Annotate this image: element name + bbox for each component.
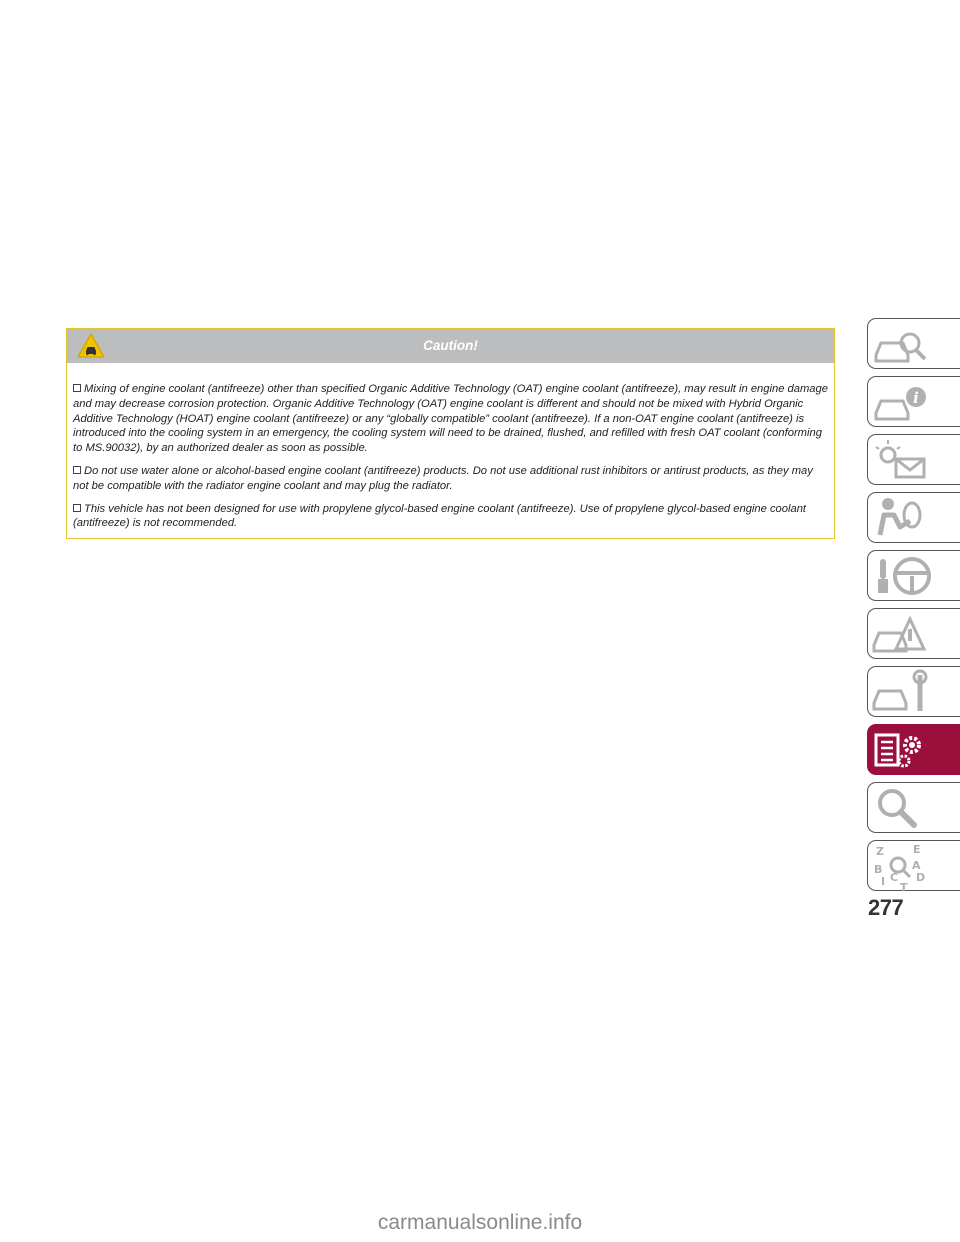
index-letter: Z [876, 845, 884, 858]
index-letter: T [900, 881, 908, 892]
index-letter: A [912, 859, 921, 872]
svg-text:i: i [913, 389, 919, 407]
steering-wheel-icon [878, 557, 931, 595]
tab-search[interactable] [867, 782, 960, 833]
car-emergency-icon [872, 615, 927, 653]
caution-title: Caution! [423, 338, 478, 353]
index-letter: E [913, 843, 921, 856]
index-letter: B [874, 863, 882, 876]
airbag-person-icon [877, 498, 922, 536]
technical-specs-icon [874, 733, 921, 768]
caution-warning-icon [77, 333, 105, 358]
magnifier-icon [878, 789, 917, 828]
tab-car-info[interactable]: i [867, 376, 960, 427]
tab-index[interactable]: Z E B A I C D T [867, 840, 960, 892]
caution-paragraph-text: This vehicle has not been designed for u… [73, 502, 807, 530]
tab-maintenance[interactable] [867, 666, 960, 717]
car-search-icon [874, 332, 927, 363]
tab-driving[interactable] [867, 550, 960, 601]
tab-safety[interactable] [867, 492, 960, 543]
caution-paragraph: Mixing of engine coolant (antifreeze) ot… [73, 382, 828, 456]
caution-paragraph-text: Mixing of engine coolant (antifreeze) ot… [73, 383, 828, 455]
tab-warning-lights[interactable] [867, 434, 960, 485]
watermark[interactable]: carmanualsonline.info [377, 1211, 583, 1234]
caution-paragraph: This vehicle has not been designed for u… [73, 502, 828, 532]
checkbox-bullet-icon [73, 503, 81, 512]
index-letter: I [881, 875, 885, 888]
page-number: 277 [868, 895, 904, 920]
tab-car-search[interactable] [867, 318, 960, 369]
caution-body: Mixing of engine coolant (antifreeze) ot… [67, 363, 834, 531]
checkbox-bullet-icon [73, 384, 81, 392]
car-info-icon: i [874, 387, 926, 421]
warning-lights-icon [875, 440, 926, 479]
car-maintenance-icon [872, 669, 928, 711]
index-letter: D [916, 871, 925, 884]
caution-paragraph-text: Do not use water alone or alcohol-based … [73, 464, 813, 492]
caution-paragraph: Do not use water alone or alcohol-based … [73, 464, 828, 494]
caution-box: Caution! Mixing of engine coolant (antif… [66, 328, 835, 539]
tab-emergency[interactable] [867, 608, 960, 659]
index-letter: C [890, 871, 898, 884]
alphabetical-index-icon: Z E B A I C D T [874, 843, 925, 892]
tab-technical-specifications[interactable] [867, 724, 960, 775]
caution-header: Caution! [67, 329, 834, 363]
checkbox-bullet-icon [73, 465, 81, 474]
